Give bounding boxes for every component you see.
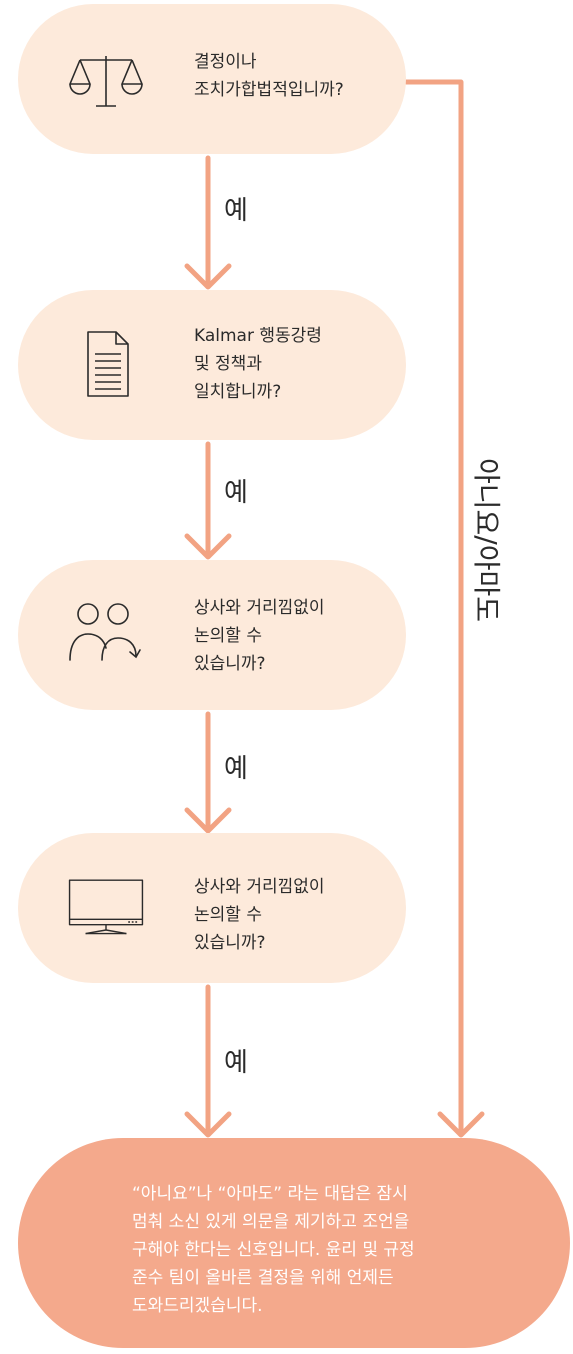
side-arrowhead	[437, 1111, 485, 1138]
arrowhead-2	[184, 533, 232, 560]
result-text: “아니요”나 “아마도” 라는 대답은 잠시 멈춰 소신 있게 의문을 제기하고…	[132, 1184, 415, 1316]
arrowhead-1	[184, 263, 232, 290]
yes-label: 예	[224, 196, 248, 226]
document-icon	[87, 331, 129, 397]
arrowhead-4	[184, 1111, 232, 1138]
scales-icon	[69, 56, 143, 107]
question-policy: Kalmar 행동강령 및 정책과 일치합니까?	[18, 290, 406, 440]
side-path	[403, 79, 464, 1135]
arrowhead-3	[184, 807, 232, 834]
question-discuss: 상사와 거리낌없이 논의할 수 있습니까?	[18, 560, 406, 710]
question-public: 상사와 거리낌없이 논의할 수 있습니까?	[18, 833, 406, 983]
question-text: Kalmar 행동강령 및 정책과 일치합니까?	[194, 326, 322, 402]
yes-label: 예	[224, 754, 248, 784]
question-text: 결정이나 조치가합법적입니까?	[194, 52, 344, 100]
monitor-icon	[68, 879, 144, 935]
result-box: “아니요”나 “아마도” 라는 대답은 잠시 멈춰 소신 있게 의문을 제기하고…	[18, 1138, 570, 1348]
people-icon	[69, 603, 141, 661]
question-legal: 결정이나 조치가합법적입니까?	[18, 4, 406, 154]
yes-label: 예	[224, 1048, 248, 1078]
question-text: 상사와 거리낌없이 논의할 수 있습니까?	[194, 877, 325, 953]
yes-label: 예	[224, 478, 248, 508]
no-maybe-label: 아니요/아마도	[470, 458, 503, 622]
question-text: 상사와 거리낌없이 논의할 수 있습니까?	[194, 598, 325, 674]
